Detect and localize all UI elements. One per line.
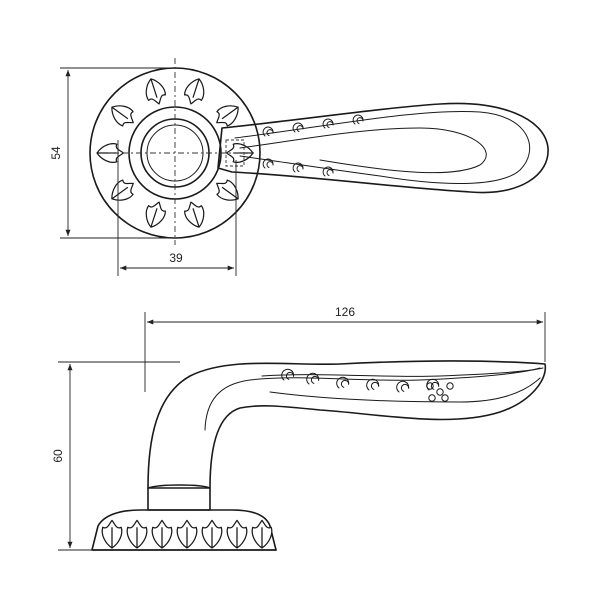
- top-view: 54 39: [49, 58, 549, 276]
- dim-60-label: 60: [51, 449, 65, 463]
- curl-ornament: [396, 380, 410, 393]
- lever-top-outline: [217, 102, 549, 194]
- curl-ornament: [366, 378, 380, 391]
- dim-54-label: 54: [49, 146, 63, 160]
- rosette-side-base: [91, 509, 277, 551]
- curl-ornament: [262, 126, 274, 137]
- leaf-ornament: [226, 519, 248, 549]
- lever-side-outline: [147, 360, 547, 489]
- lever-top-inner-line: [234, 110, 530, 185]
- leaf-ornament: [216, 105, 239, 127]
- berry-ornament: [428, 394, 436, 402]
- leaf-ornament: [184, 201, 205, 228]
- curl-ornament: [322, 166, 334, 177]
- leaf-ornament: [201, 519, 223, 549]
- lever-side-inner-edge: [204, 367, 541, 431]
- rosette-side-ornaments: [101, 519, 273, 549]
- side-view: 126 60: [51, 305, 547, 551]
- leaf-ornament: [151, 519, 173, 549]
- lever-top-ornament-line: [239, 127, 487, 174]
- rosette-leaf-ornaments: [96, 78, 254, 228]
- curl-ornament: [306, 372, 320, 385]
- berry-ornament: [436, 388, 444, 396]
- dim-126-label: 126: [335, 305, 355, 319]
- lever-side-ornament-band: [261, 367, 544, 403]
- leaf-ornament: [126, 519, 148, 549]
- leaf-ornament: [101, 519, 123, 549]
- leaf-ornament: [145, 78, 166, 105]
- curl-ornament: [281, 368, 295, 381]
- leaf-ornament: [111, 179, 134, 201]
- leaf-ornament: [216, 179, 239, 201]
- berry-ornament: [426, 382, 434, 390]
- lever-side-ornaments: [281, 368, 454, 402]
- lever-top-ornaments: [262, 114, 364, 177]
- berry-ornament: [441, 394, 449, 402]
- curl-ornament: [292, 122, 304, 133]
- dim-39-label: 39: [169, 251, 183, 265]
- leaf-ornament: [145, 201, 166, 228]
- leaf-ornament: [111, 105, 134, 127]
- leaf-ornament: [251, 519, 273, 549]
- curl-ornament: [322, 118, 334, 129]
- curl-ornament: [352, 114, 364, 125]
- leaf-ornament: [184, 78, 205, 105]
- leaf-ornament: [176, 519, 198, 549]
- curl-ornament: [262, 158, 274, 169]
- curl-ornament: [336, 376, 350, 389]
- berry-ornament: [446, 382, 454, 390]
- curl-ornament: [292, 162, 304, 173]
- curl-ornament: [426, 378, 440, 391]
